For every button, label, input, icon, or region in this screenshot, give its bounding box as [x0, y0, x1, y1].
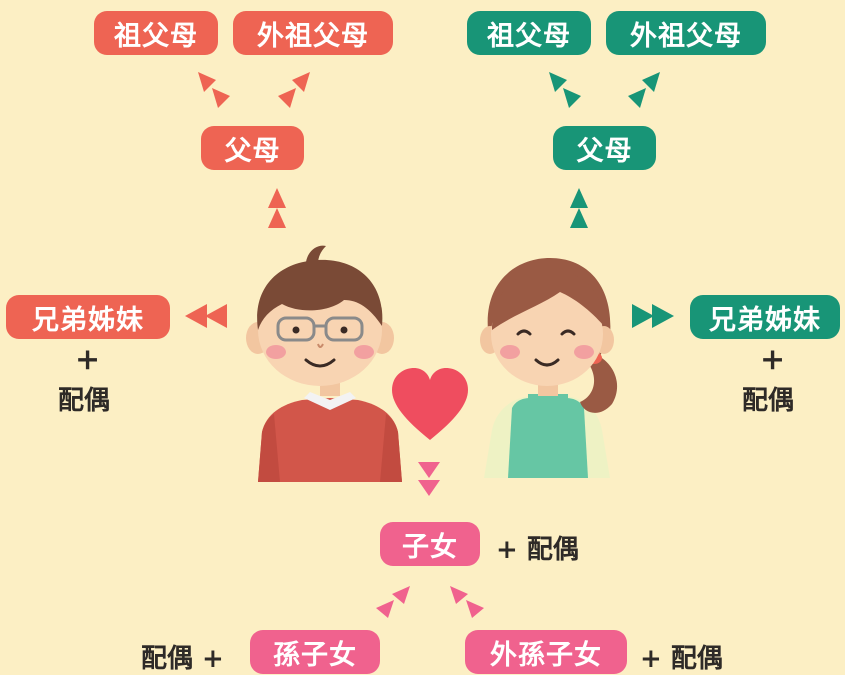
arrow-icon-father-parents — [268, 188, 286, 228]
maternal-grandchildren-label: 外孫子女 — [490, 639, 602, 671]
mother-grandparents-maternal-label: 外祖父母 — [630, 20, 742, 52]
children-spouse: + 配偶 — [496, 535, 579, 565]
mother-parents-box: 父母 — [553, 126, 656, 170]
father-grandparents-paternal-box: 祖父母 — [94, 11, 218, 55]
paternal-grandchildren-spouse: 配偶 + — [141, 644, 224, 674]
mother-grandparents-paternal-box: 祖父母 — [467, 11, 591, 55]
mother-siblings-plus: + — [760, 342, 786, 377]
arrow-icon-mother-siblings — [632, 304, 674, 328]
mother-parents-label: 父母 — [576, 135, 633, 167]
arrow-icon-father-grandparents — [198, 72, 310, 108]
father-grandparents-maternal-box: 外祖父母 — [233, 11, 393, 55]
mother-grandparents-paternal-label: 祖父母 — [487, 20, 571, 52]
father-siblings-plus: + — [75, 342, 101, 377]
mother-grandparents-maternal-box: 外祖父母 — [606, 11, 766, 55]
paternal-grandchildren-box: 孫子女 — [250, 630, 380, 674]
children-box: 子女 — [380, 522, 480, 566]
paternal-grandchildren-label: 孫子女 — [273, 639, 357, 671]
father-grandparents-maternal-label: 外祖父母 — [257, 20, 369, 52]
father-grandparents-paternal-label: 祖父母 — [114, 20, 198, 52]
children-label: 子女 — [402, 531, 458, 563]
man-figure — [246, 245, 402, 482]
maternal-grandchildren-box: 外孫子女 — [465, 630, 627, 674]
arrow-icon-children — [418, 462, 440, 496]
maternal-grandchildren-spouse: + 配偶 — [640, 644, 723, 674]
father-siblings-label: 兄弟姊妹 — [32, 304, 144, 336]
woman-figure — [480, 258, 618, 478]
mother-siblings-box: 兄弟姊妹 — [690, 295, 840, 339]
mother-siblings-label: 兄弟姊妹 — [709, 304, 821, 336]
arrow-icon-mother-parents — [570, 188, 588, 228]
father-siblings-box: 兄弟姊妹 — [6, 295, 170, 339]
arrow-icon-mother-grandparents — [549, 72, 660, 108]
mother-siblings-spouse: 配偶 — [742, 386, 795, 416]
heart-icon — [392, 368, 468, 440]
arrow-icon-grandchildren — [376, 586, 484, 618]
father-siblings-spouse: 配偶 — [58, 386, 111, 416]
father-parents-label: 父母 — [224, 135, 281, 167]
arrow-icon-father-siblings — [185, 304, 227, 328]
father-parents-box: 父母 — [201, 126, 304, 170]
